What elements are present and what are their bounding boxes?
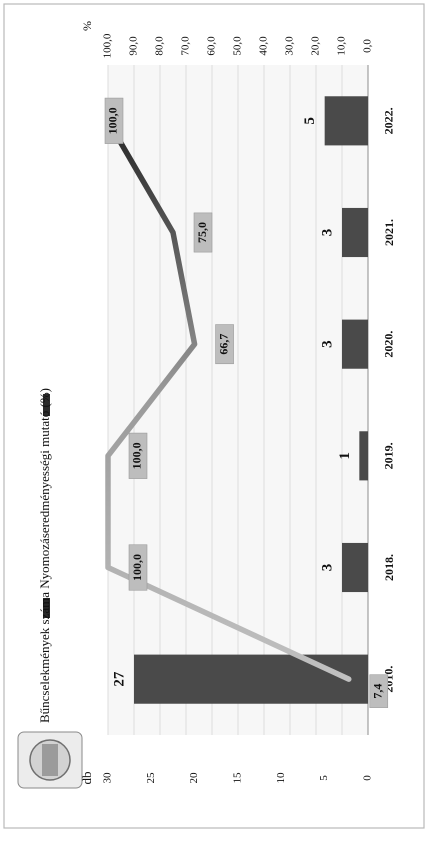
- bar: [325, 96, 368, 145]
- right-axis-tick: 40,0: [258, 36, 270, 56]
- legend-label-line: Nyomozáseredményességi mutató (%): [37, 388, 52, 589]
- emblem-icon: [18, 732, 82, 788]
- left-axis-label: db: [79, 772, 94, 785]
- line-value-label: 100,0: [130, 554, 144, 581]
- right-axis-tick: 60,0: [206, 36, 218, 56]
- right-axis-tick: 30,0: [284, 36, 296, 56]
- bar-value-label: 27: [111, 671, 127, 687]
- line-value-label: 7,4: [371, 684, 385, 699]
- right-axis-tick: 50,0: [232, 36, 244, 56]
- category-label: 2022.: [382, 107, 396, 134]
- bar-value-label: 3: [319, 229, 335, 237]
- bar-value-label: 1: [337, 452, 353, 460]
- left-axis-tick: 10: [275, 772, 287, 784]
- line-value-label: 100,0: [130, 442, 144, 469]
- right-axis-tick: 80,0: [154, 36, 166, 56]
- bar-value-label: 3: [319, 340, 335, 348]
- bar-value-label: 3: [319, 564, 335, 572]
- left-axis-tick: 25: [145, 772, 157, 784]
- right-axis-label: %: [80, 21, 94, 31]
- left-axis-tick: 30: [102, 772, 114, 784]
- line-value-label: 100,0: [106, 107, 120, 134]
- left-axis-tick: 0: [362, 775, 374, 781]
- category-label: 2019.: [382, 442, 396, 469]
- bar: [342, 208, 368, 257]
- emblem-core: [42, 744, 58, 776]
- right-axis-tick: 70,0: [180, 36, 192, 56]
- right-axis-tick: 100,0: [102, 33, 114, 58]
- left-axis-tick: 15: [232, 772, 244, 784]
- line-value-label: 75,0: [195, 222, 209, 243]
- left-axis-tick: 5: [318, 775, 330, 781]
- right-axis-tick: 10,0: [336, 36, 348, 56]
- left-axis-tick: 20: [188, 772, 200, 784]
- category-label: 2018.: [382, 554, 396, 581]
- bar: [342, 320, 368, 369]
- line-value-label: 66,7: [216, 334, 230, 355]
- category-label: 2020.: [382, 331, 396, 358]
- right-axis-tick: 0,0: [362, 39, 374, 53]
- legend-label-bar: Bűncselekmények száma: [37, 592, 52, 723]
- bar: [359, 431, 368, 480]
- category-label: 2021.: [382, 219, 396, 246]
- bar: [342, 543, 368, 592]
- bar-value-label: 5: [302, 117, 318, 125]
- right-axis-tick: 20,0: [310, 36, 322, 56]
- bar: [134, 655, 368, 704]
- right-axis-tick: 90,0: [128, 36, 140, 56]
